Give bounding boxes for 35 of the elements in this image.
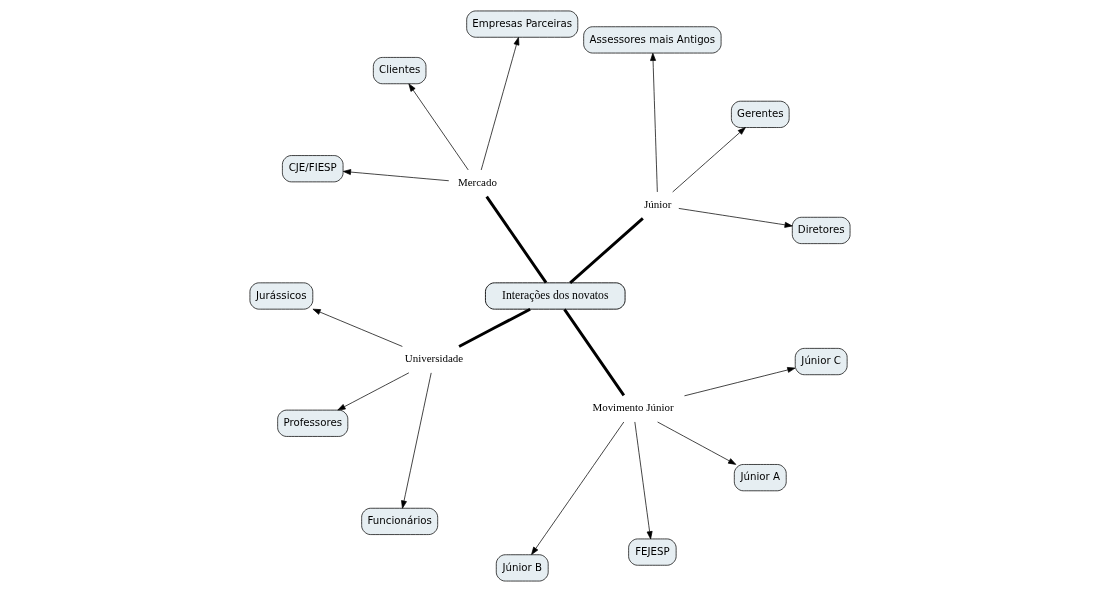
arrow — [408, 83, 469, 171]
node-box: Júnior C — [794, 348, 847, 376]
arrow — [677, 208, 793, 228]
connector — [457, 307, 531, 348]
arrow — [312, 308, 403, 347]
node-box: Jurássicos — [249, 282, 313, 310]
arrow — [671, 127, 746, 193]
node-box: CJE/FIESP — [281, 155, 343, 183]
arrow — [683, 367, 795, 397]
node-box: Júnior A — [733, 464, 787, 492]
node-text: Júnior — [643, 197, 671, 210]
arrow — [342, 169, 449, 182]
arrow — [649, 52, 658, 193]
connector — [562, 308, 625, 397]
node-box: Gerentes — [730, 100, 789, 128]
arrow — [480, 37, 519, 171]
connector — [568, 217, 644, 284]
node-box: Funcionários — [360, 507, 438, 535]
connector — [484, 195, 547, 284]
arrow — [530, 421, 624, 555]
node-text: Movimento Júnior — [591, 401, 674, 414]
node-box: Diretores — [791, 216, 850, 244]
node-box: Assessores mais Antigos — [582, 26, 721, 54]
node-box: Professores — [276, 409, 348, 437]
node-text: Universidade — [404, 352, 463, 365]
node-box: Júnior B — [495, 554, 549, 582]
arrow — [336, 372, 409, 411]
arrow — [656, 421, 736, 465]
arrow — [633, 421, 653, 540]
node-box: Clientes — [372, 57, 426, 85]
arrow — [400, 372, 432, 509]
node-box: Empresas Parceiras — [465, 10, 578, 38]
node-box: Interações dos novatos — [484, 282, 625, 310]
node-text: Mercado — [457, 175, 497, 188]
node-box: FEJESP — [627, 538, 676, 566]
